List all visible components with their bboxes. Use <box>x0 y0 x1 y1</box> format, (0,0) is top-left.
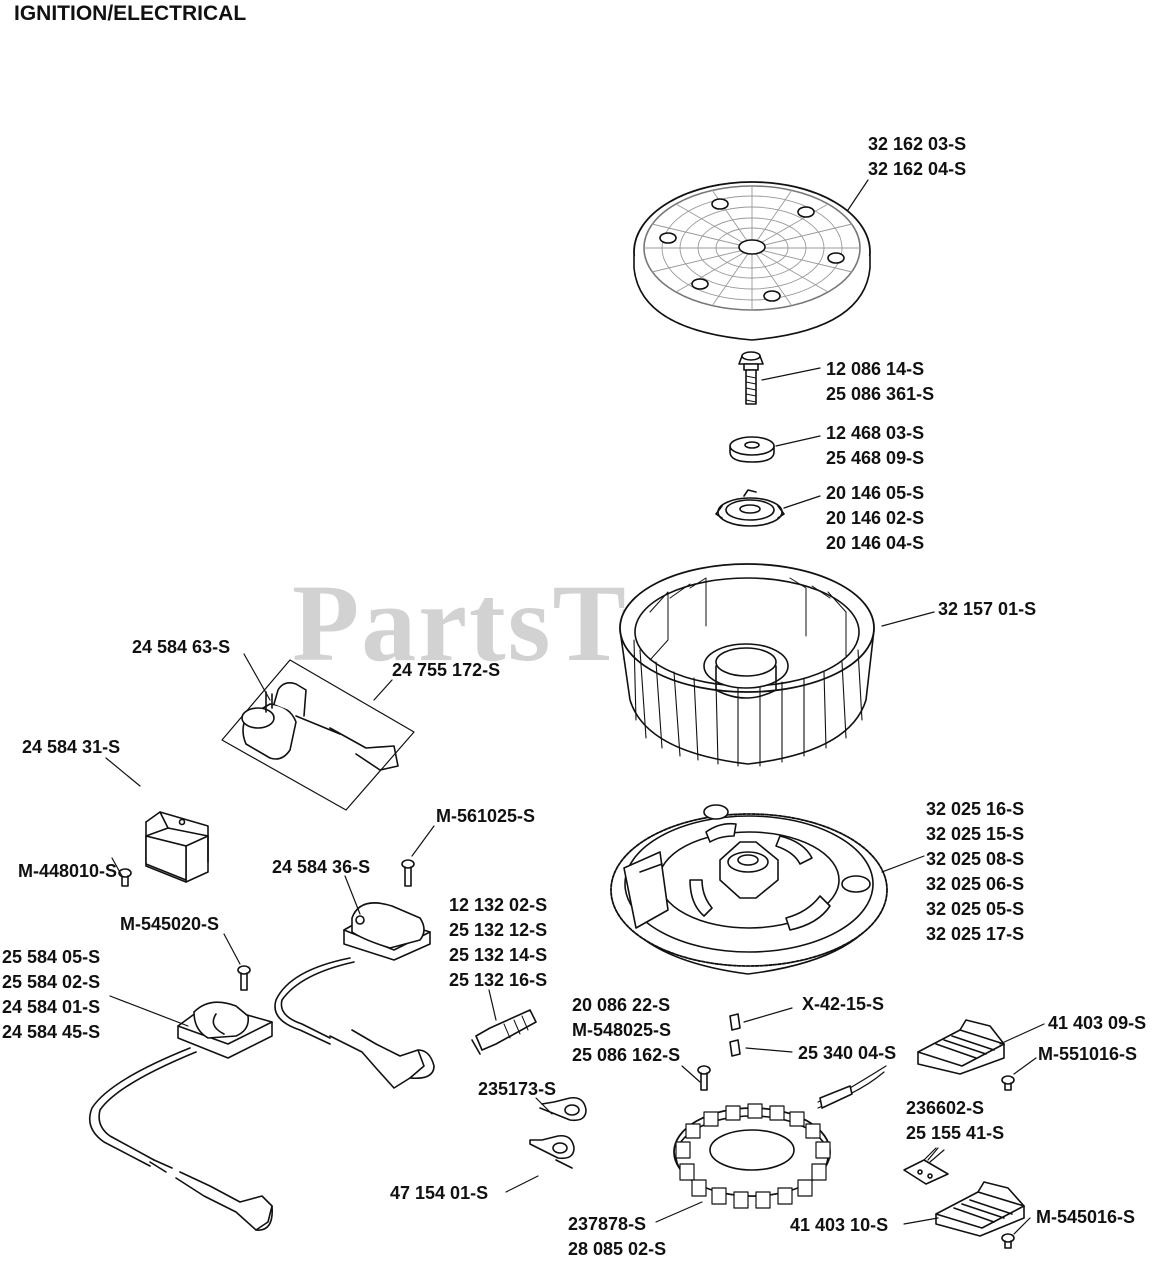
module-screw-part <box>118 868 132 887</box>
label-coil-kit: 24 584 63-S <box>132 637 231 657</box>
label-rectifier-top-screw: M-551016-S <box>1038 1044 1138 1064</box>
label-ignition-module: 24 584 31-S <box>22 737 121 757</box>
coil-kit-part <box>221 659 415 811</box>
cooling-fan-part <box>619 563 875 767</box>
label-right-coil-screw: M-561025-S <box>436 806 536 826</box>
washer-part <box>729 436 775 463</box>
rectifier-bottom-screw-part <box>1001 1233 1015 1249</box>
label-rectifier-bottom-screw: M-545016-S <box>1036 1207 1136 1227</box>
page-title: IGNITION/ELECTRICAL <box>14 2 247 25</box>
right-coil-part <box>274 902 435 1089</box>
stator-screw-part <box>697 1065 711 1091</box>
flywheel-part <box>610 804 888 975</box>
label-kit-box: 24 755 172-S <box>392 660 501 680</box>
retainer-part <box>715 489 785 527</box>
flywheel-screen-part <box>633 181 871 341</box>
rectifier-top-part <box>917 1019 1005 1075</box>
label-clip-top: 235173-S <box>478 1079 557 1099</box>
label-rectifier-bottom: 41 403 10-S <box>790 1215 889 1235</box>
stator-part <box>673 1065 887 1209</box>
right-coil-screw-part <box>401 859 415 887</box>
rectifier-bracket-part <box>903 1147 949 1185</box>
rectifier-top-screw-part <box>1001 1075 1015 1091</box>
label-rectifier-top: 41 403 09-S <box>1048 1013 1147 1033</box>
ignition-module-part <box>145 811 209 883</box>
label-right-coil: 24 584 36-S <box>272 857 371 877</box>
clip-parts <box>529 1096 587 1169</box>
label-cooling-fan: 32 157 01-S <box>938 599 1037 619</box>
label-clip-bottom: 47 154 01-S <box>390 1183 489 1203</box>
label-left-coil-screw: M-545020-S <box>120 914 220 934</box>
label-key: X-42-15-S <box>802 994 885 1014</box>
key-parts <box>729 1013 741 1057</box>
left-coil-part <box>88 1001 273 1231</box>
left-coil-screw-part <box>237 965 251 991</box>
spark-plug-part <box>471 1009 537 1055</box>
rectifier-bottom-part <box>935 1181 1025 1237</box>
flywheel-bolt-part <box>738 351 764 405</box>
leader-lines <box>105 179 1045 1235</box>
label-module-screw: M-448010-S <box>18 861 118 881</box>
label-key-2: 25 340 04-S <box>798 1043 897 1063</box>
